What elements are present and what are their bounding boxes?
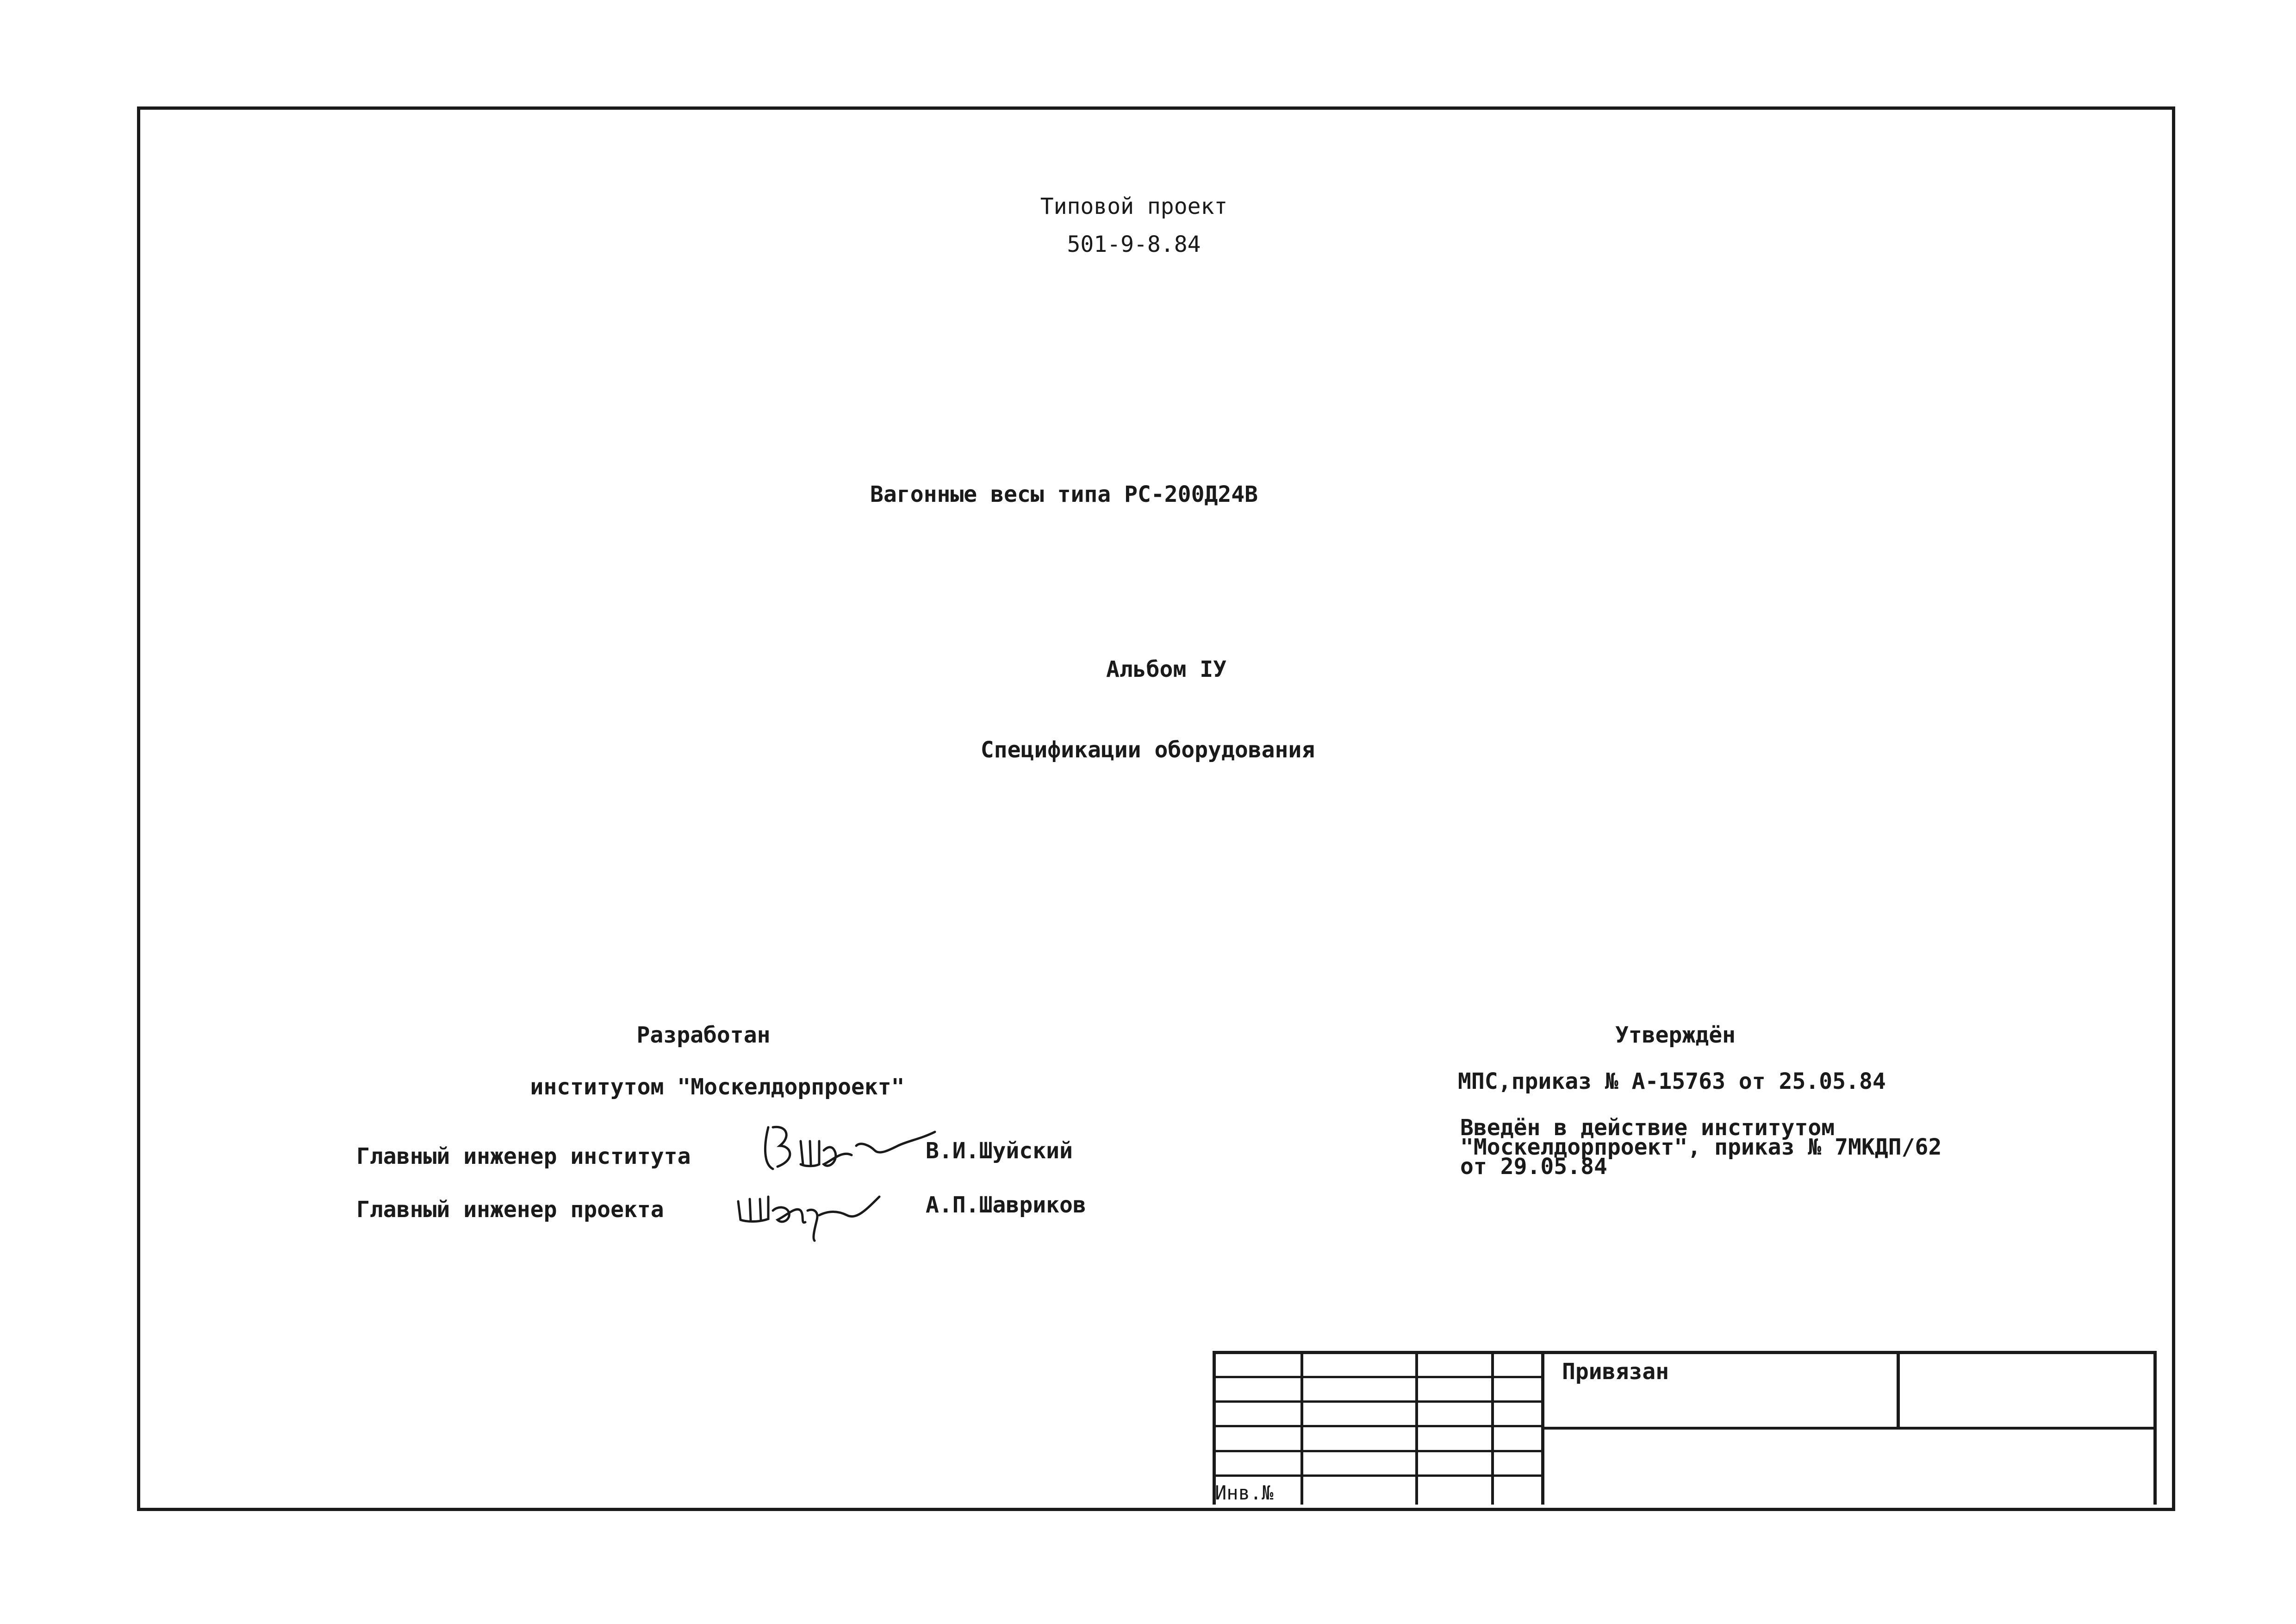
stamp-row-3 bbox=[1213, 1425, 1541, 1427]
stamp-col-5 bbox=[1897, 1351, 1900, 1429]
document-subtitle: Спецификации оборудования bbox=[980, 737, 1315, 763]
stamp-row-1 bbox=[1213, 1376, 1541, 1378]
stamp-left-border bbox=[1213, 1351, 1216, 1505]
signature-shuysky bbox=[759, 1118, 944, 1178]
project-label: Типовой проект bbox=[1040, 194, 1228, 219]
stamp-bound-label: Привязан bbox=[1562, 1359, 1669, 1385]
stamp-row-2 bbox=[1213, 1400, 1541, 1403]
developed-institute: институтом "Москелдорпроект" bbox=[530, 1074, 905, 1100]
approved-order: МПС,приказ № А-15763 от 25.05.84 bbox=[1458, 1068, 1886, 1094]
stamp-row-right bbox=[1541, 1427, 2157, 1430]
introduced-line-3: от 29.05.84 bbox=[1460, 1154, 1607, 1180]
document-title: Вагонные весы типа РС-200Д24В bbox=[870, 481, 1258, 507]
project-number: 501-9-8.84 bbox=[1067, 231, 1201, 257]
chief-engineer-project-role: Главный инженер проекта bbox=[356, 1197, 664, 1223]
album-label: Альбом IУ bbox=[1106, 656, 1227, 682]
introduced-line-2: "Москелдорпроект", приказ № 7МКДП/62 bbox=[1460, 1134, 1942, 1160]
developed-heading: Разработан bbox=[636, 1022, 771, 1048]
chief-engineer-institute-role: Главный инженер института bbox=[356, 1143, 691, 1169]
stamp-col-3 bbox=[1491, 1351, 1494, 1505]
stamp-row-5 bbox=[1213, 1474, 1541, 1477]
approved-heading: Утверждён bbox=[1615, 1022, 1736, 1048]
stamp-col-2 bbox=[1415, 1351, 1418, 1505]
stamp-row-4 bbox=[1213, 1450, 1541, 1452]
chief-engineer-project-name: А.П.Шавриков bbox=[926, 1192, 1086, 1218]
stamp-top-border bbox=[1213, 1351, 2157, 1354]
introduced-line-1: Введён в действие институтом bbox=[1460, 1115, 1835, 1141]
stamp-inv-label: Инв.№ bbox=[1215, 1481, 1274, 1504]
drawing-frame bbox=[137, 106, 2175, 1511]
stamp-col-1 bbox=[1300, 1351, 1303, 1505]
signature-shavrikov bbox=[731, 1183, 889, 1243]
chief-engineer-institute-name: В.И.Шуйский bbox=[926, 1138, 1073, 1164]
